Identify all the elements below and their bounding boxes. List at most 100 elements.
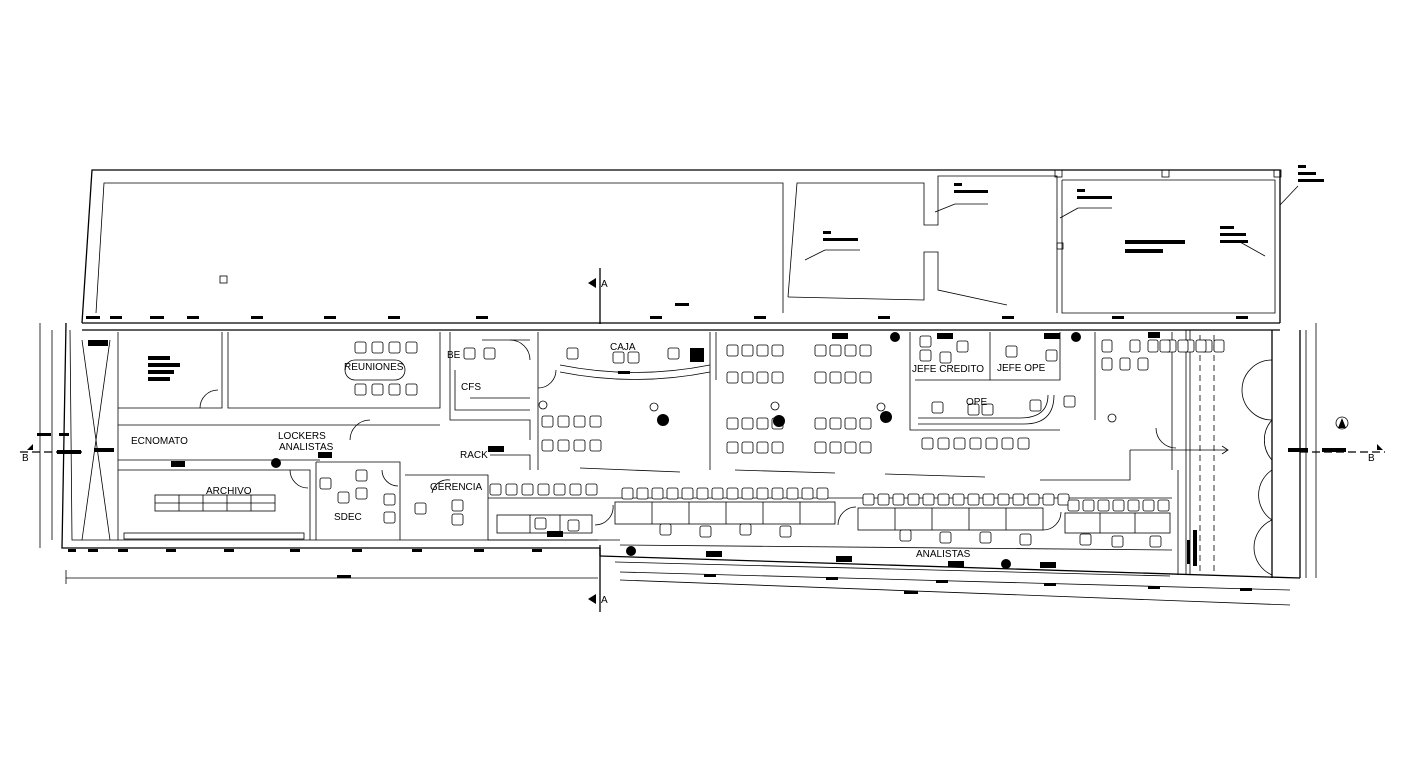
chair bbox=[771, 371, 784, 384]
building-outline bbox=[61, 322, 1301, 579]
furniture-chairs bbox=[319, 335, 1225, 548]
room-label-cfs: CFS bbox=[461, 382, 481, 393]
chair bbox=[355, 487, 368, 500]
chair bbox=[816, 487, 829, 500]
chair bbox=[877, 493, 890, 506]
chair bbox=[371, 383, 384, 396]
chair bbox=[557, 439, 570, 452]
chair bbox=[801, 487, 814, 500]
chair bbox=[553, 483, 566, 496]
chair bbox=[711, 487, 724, 500]
chair bbox=[859, 417, 872, 430]
chair bbox=[1213, 339, 1225, 353]
chair bbox=[1142, 499, 1155, 512]
chair bbox=[726, 371, 739, 384]
chair bbox=[1129, 339, 1141, 353]
chair bbox=[383, 493, 396, 506]
room-label-rack: RACK bbox=[460, 450, 488, 461]
chair bbox=[1079, 533, 1092, 546]
chair bbox=[919, 349, 932, 362]
chair bbox=[1157, 499, 1170, 512]
chair bbox=[814, 371, 827, 384]
chair bbox=[666, 487, 679, 500]
chair bbox=[621, 487, 634, 500]
chair bbox=[651, 487, 664, 500]
chair bbox=[567, 519, 580, 532]
chair bbox=[1119, 357, 1131, 371]
chair bbox=[939, 351, 952, 364]
chair bbox=[937, 493, 950, 506]
chair bbox=[699, 525, 712, 538]
chair bbox=[319, 477, 332, 490]
chair bbox=[726, 441, 739, 454]
chair bbox=[1149, 535, 1162, 548]
chair bbox=[573, 439, 586, 452]
chair bbox=[829, 344, 842, 357]
chair bbox=[741, 487, 754, 500]
room-label-jefe-ope: JEFE OPE bbox=[997, 363, 1046, 374]
chair bbox=[771, 487, 784, 500]
chair bbox=[1195, 339, 1207, 353]
chair bbox=[1159, 339, 1171, 353]
chair bbox=[969, 437, 982, 450]
section-label-b-right: B bbox=[1368, 453, 1375, 464]
chair bbox=[786, 487, 799, 500]
exterior-upper-area bbox=[81, 165, 1324, 324]
chair bbox=[1042, 493, 1055, 506]
chair bbox=[1097, 499, 1110, 512]
chair bbox=[756, 371, 769, 384]
chair bbox=[388, 383, 401, 396]
chair bbox=[1012, 493, 1025, 506]
chair bbox=[726, 487, 739, 500]
room-label-analistas: ANALISTAS bbox=[916, 549, 971, 560]
chair bbox=[939, 531, 952, 544]
chair bbox=[405, 383, 418, 396]
chair bbox=[967, 493, 980, 506]
room-label-lockers: LOCKERS bbox=[278, 431, 326, 442]
room-label-lockers-analistas: ANALISTAS bbox=[279, 442, 334, 453]
chair bbox=[573, 415, 586, 428]
section-markers: A A B B bbox=[20, 268, 1385, 612]
chair bbox=[388, 341, 401, 354]
chair bbox=[953, 437, 966, 450]
section-label-b-left: B bbox=[22, 453, 29, 464]
chair bbox=[756, 441, 769, 454]
chair bbox=[414, 502, 427, 515]
section-label-a-bottom: A bbox=[601, 595, 608, 606]
chair bbox=[985, 437, 998, 450]
chair bbox=[771, 344, 784, 357]
chair bbox=[354, 383, 367, 396]
chair bbox=[741, 344, 754, 357]
chair bbox=[844, 417, 857, 430]
room-label-gerencia: GERENCIA bbox=[430, 482, 483, 493]
chair bbox=[844, 441, 857, 454]
chair bbox=[585, 483, 598, 496]
chair bbox=[463, 347, 476, 360]
chair bbox=[1019, 533, 1032, 546]
chair bbox=[829, 441, 842, 454]
chair bbox=[756, 487, 769, 500]
chair bbox=[979, 531, 992, 544]
chair bbox=[1147, 339, 1159, 353]
chair bbox=[921, 437, 934, 450]
chair bbox=[1029, 399, 1042, 412]
chair bbox=[537, 483, 550, 496]
room-label-sdec: SDEC bbox=[334, 512, 362, 523]
chair bbox=[1057, 493, 1070, 506]
chair bbox=[829, 371, 842, 384]
chair bbox=[956, 340, 969, 353]
chair bbox=[1177, 339, 1189, 353]
chair bbox=[1112, 499, 1125, 512]
chair bbox=[636, 487, 649, 500]
chair bbox=[771, 441, 784, 454]
chair bbox=[681, 487, 694, 500]
chair bbox=[741, 371, 754, 384]
chair bbox=[383, 511, 396, 524]
chair bbox=[952, 493, 965, 506]
chair bbox=[541, 439, 554, 452]
chair bbox=[489, 483, 502, 496]
chair bbox=[859, 344, 872, 357]
chair bbox=[862, 493, 875, 506]
chair bbox=[967, 403, 980, 416]
wall-markers bbox=[68, 303, 1248, 552]
